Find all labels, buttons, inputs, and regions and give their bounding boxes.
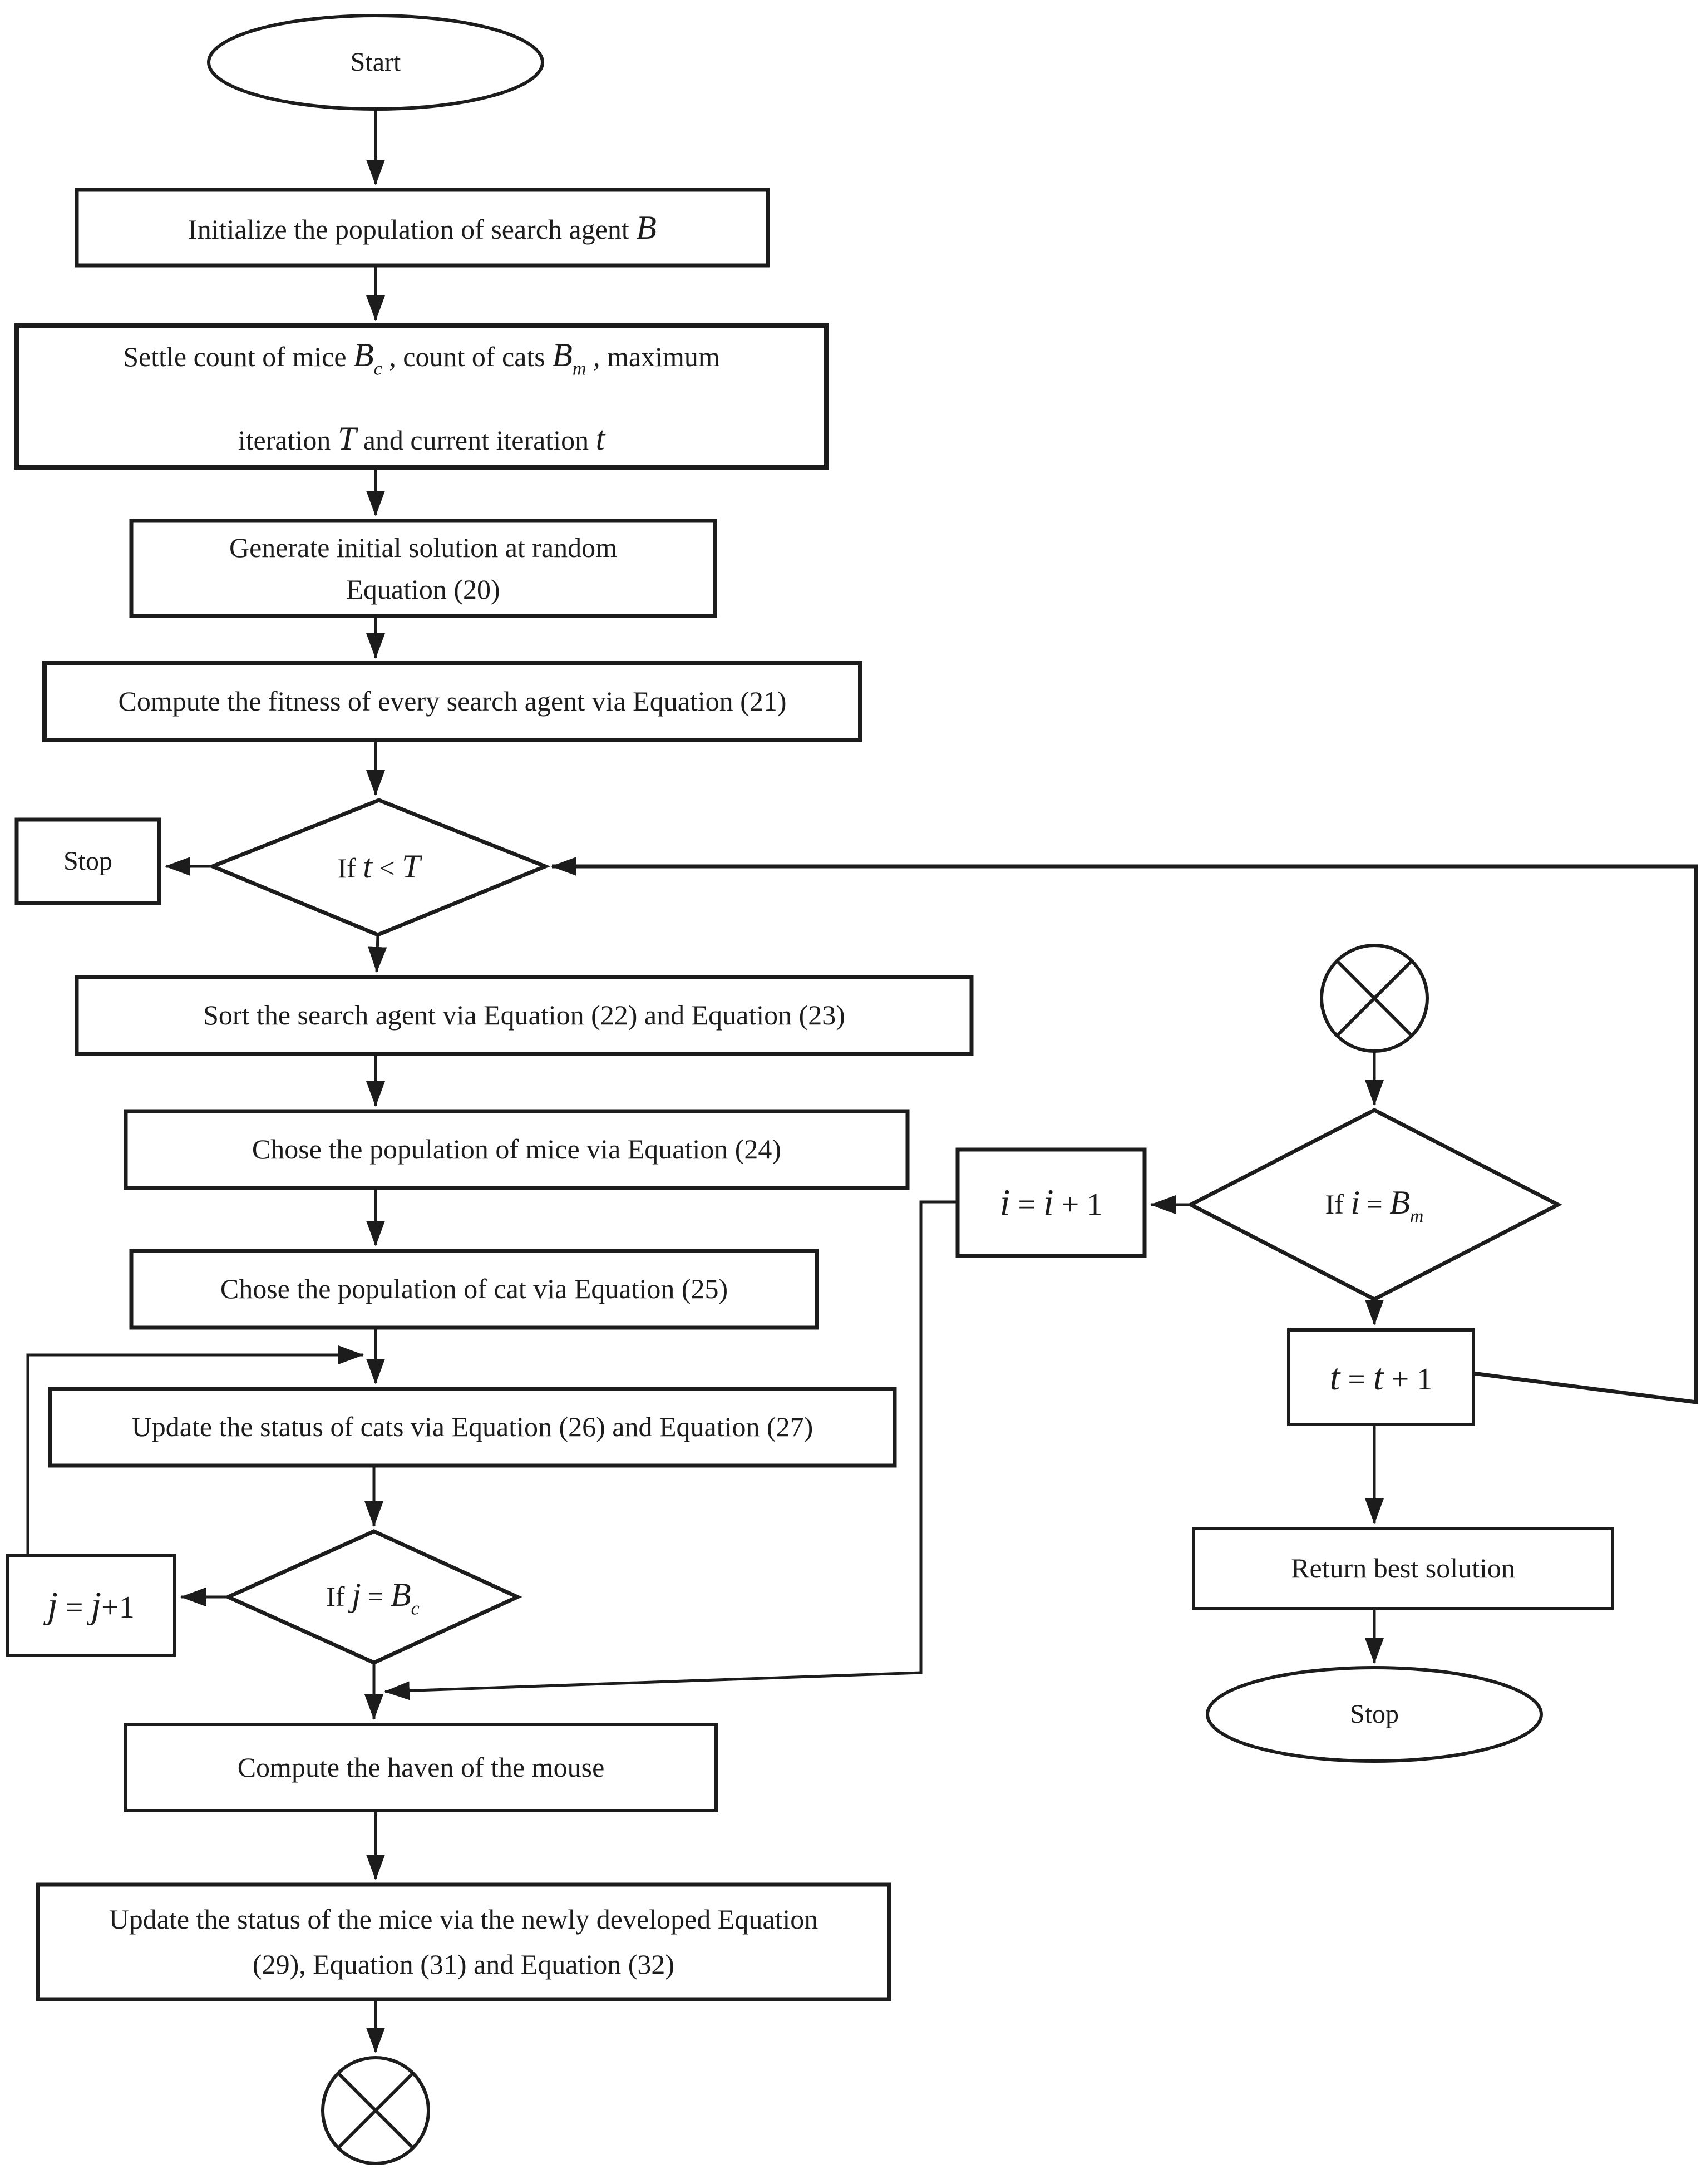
stop-right-terminator-label: Stop: [1349, 1699, 1399, 1729]
init-box-label: Initialize the population of search agen…: [188, 209, 657, 246]
mice-update-box-label: Update the status of the mice via the ne…: [109, 1904, 819, 1980]
haven-box-label: Compute the haven of the mouse: [237, 1751, 605, 1783]
cat-box-label: Chose the population of cat via Equation…: [220, 1273, 728, 1305]
edge-i-loop-to-merge: [384, 1200, 958, 1700]
t-inc-box-label: t = t + 1: [1329, 1355, 1433, 1398]
haven-box-shape: [124, 1723, 718, 1812]
fitness-box-shape: [42, 661, 862, 742]
if-i-diamond-shape: [1186, 1108, 1562, 1301]
i-inc-box-shape: [955, 1147, 1147, 1258]
return-box-shape: [1192, 1527, 1614, 1610]
t-inc-box-shape: [1287, 1328, 1475, 1426]
fitness-box-label: Compute the fitness of every search agen…: [118, 686, 787, 717]
sort-box-label: Sort the search agent via Equation (22) …: [203, 999, 845, 1031]
sort-box-shape: [75, 975, 974, 1056]
cats-update-box-label: Update the status of cats via Equation (…: [131, 1411, 813, 1443]
j-inc-box-label: j = j+1: [47, 1584, 135, 1626]
generate-box-shape: [129, 519, 717, 618]
start-terminator-shape: [207, 14, 544, 111]
generate-box-label: Generate initial solution at random Equa…: [229, 531, 618, 605]
cats-update-box-shape: [48, 1387, 897, 1468]
if-t-diamond-label: If t < T: [337, 847, 421, 885]
i-inc-box-label: i = i + 1: [999, 1181, 1103, 1224]
settle-box-shape: [14, 323, 829, 470]
mice-box-shape: [124, 1109, 910, 1190]
stop-left-box-label: Stop: [63, 846, 113, 876]
stop-left-box-shape: [14, 817, 161, 905]
settle-box-label: Settle count of mice Bc , count of cats …: [123, 336, 720, 457]
edge-t-loop-to-if-t: [551, 857, 1698, 1404]
if-j-diamond-shape: [223, 1529, 522, 1665]
edge-j-loop: [26, 1345, 364, 1555]
start-terminator-label: Start: [350, 47, 401, 77]
return-box-label: Return best solution: [1291, 1552, 1515, 1584]
if-i-diamond-label: If i = Bm: [1325, 1184, 1424, 1227]
stop-right-terminator-shape: [1206, 1666, 1543, 1763]
j-inc-box-shape: [6, 1554, 176, 1657]
init-box-shape: [75, 188, 770, 268]
mice-update-box-shape: [36, 1882, 891, 2001]
mice-box-label: Chose the population of mice via Equatio…: [252, 1133, 782, 1165]
crossed-circle-icon: [321, 2056, 430, 2165]
edge-if-t-to-sort: [368, 934, 387, 973]
cat-box-shape: [129, 1249, 819, 1330]
crossed-circle-icon: [1320, 944, 1429, 1053]
if-j-diamond-label: If j = Bc: [326, 1576, 420, 1619]
if-t-diamond-shape: [207, 798, 551, 937]
